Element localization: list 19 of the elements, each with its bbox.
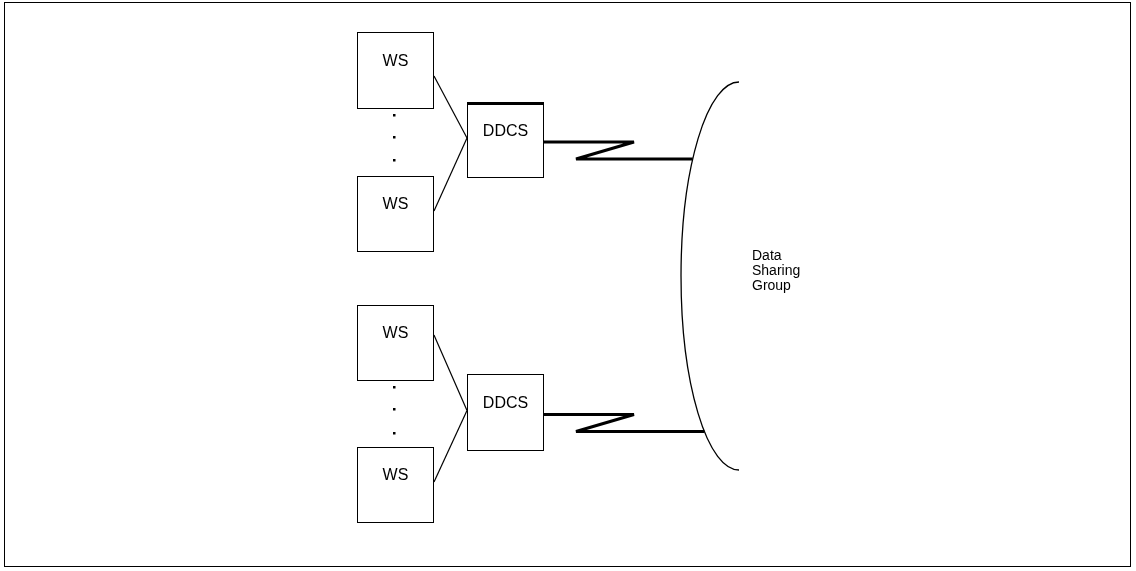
station-box bbox=[357, 447, 434, 523]
connector-line bbox=[433, 137, 468, 212]
group-label: Data Sharing Group bbox=[752, 248, 802, 293]
connector-line bbox=[433, 334, 468, 412]
connector-line bbox=[433, 409, 468, 483]
node-label: WS bbox=[382, 324, 409, 342]
station-box bbox=[467, 374, 544, 451]
node-label: WS bbox=[382, 466, 409, 484]
communication-link bbox=[544, 413, 705, 433]
communication-link bbox=[544, 140, 693, 161]
node-label: DDCS bbox=[482, 122, 529, 140]
node-label: WS bbox=[382, 51, 409, 70]
connector-line bbox=[433, 75, 468, 139]
station-box bbox=[357, 176, 434, 252]
node-label: WS bbox=[382, 195, 409, 213]
node-label: DDCS bbox=[482, 393, 529, 412]
station-box bbox=[357, 305, 434, 381]
station-box bbox=[357, 32, 434, 109]
station-box bbox=[467, 102, 544, 178]
